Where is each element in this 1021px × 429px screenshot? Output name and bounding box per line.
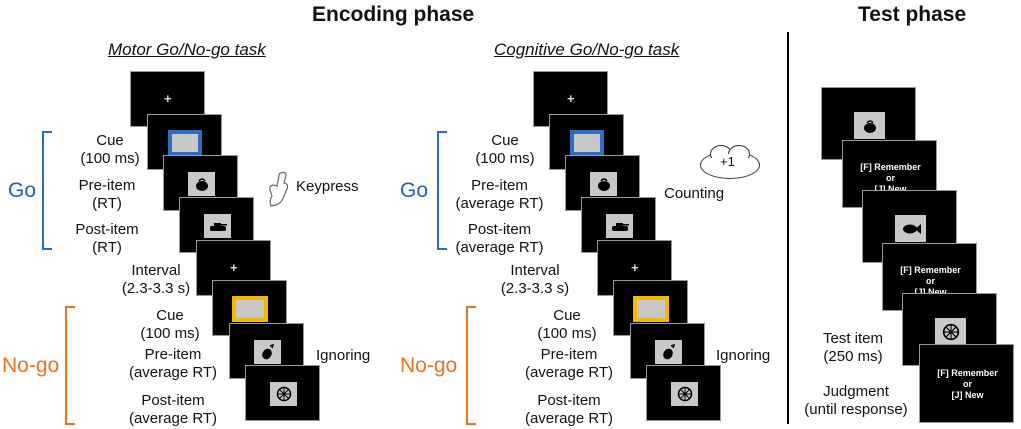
cog-nogo-post-item-label: Post-item(average RT) (524, 392, 614, 427)
cog-nogo-cue-screen (613, 280, 688, 336)
test-item-label: Test item(250 ms) (822, 330, 883, 365)
eggplant-icon (254, 340, 281, 364)
motor-task-title: Motor Go/No-go task (108, 40, 266, 59)
bag-icon (188, 172, 215, 196)
tank-icon (204, 214, 231, 238)
counting-label: Counting (664, 185, 725, 202)
cog-go-bracket (437, 131, 447, 250)
pre-item-label: Pre-item(RT) (78, 177, 136, 212)
encoding-phase-title: Encoding phase (312, 3, 475, 26)
cog-interval-label: Interval(2.3-3.3 s) (500, 262, 570, 297)
interval-label: Interval(2.3-3.3 s) (121, 262, 191, 297)
phase-divider (787, 32, 789, 424)
cog-pre-item-label: Pre-item(average RT) (455, 177, 544, 212)
cog-nogo-label: No-go (400, 354, 458, 377)
go-label: Go (8, 179, 37, 202)
judgment-label: Judgment(until response) (804, 383, 908, 418)
wheel-icon (935, 318, 966, 345)
tank-icon (606, 214, 633, 238)
nogo-post-item-label: Post-item(average RT) (128, 392, 218, 427)
cog-nogo-pre-item-label: Pre-item(average RT) (524, 346, 614, 381)
blue-cue-frame (570, 130, 604, 156)
keypress-label: Keypress (296, 178, 359, 195)
wheel-icon (671, 382, 698, 406)
nogo-label: No-go (2, 354, 60, 377)
nogo-cue-label: Cue(100 ms) (140, 307, 200, 342)
cog-post-item-label: Post-item(average RT) (455, 221, 544, 256)
nogo-pre-item-label: Pre-item(average RT) (128, 346, 218, 381)
cog-nogo-bracket (466, 306, 476, 425)
cog-ignoring-label: Ignoring (716, 347, 771, 364)
post-item-label: Post-item(RT) (75, 221, 139, 256)
bag-icon (590, 172, 617, 196)
motor-ignoring-label: Ignoring (316, 347, 371, 364)
nogo-post-item-screen (245, 365, 320, 421)
thought-cloud: +1 (700, 145, 760, 181)
cog-nogo-post-item-screen (646, 365, 721, 421)
eggplant-icon (655, 340, 682, 364)
cognitive-task-title: Cognitive Go/No-go task (494, 40, 680, 59)
test-phase-title: Test phase (858, 3, 967, 26)
plus-one-text: +1 (720, 154, 735, 169)
go-bracket (42, 131, 52, 250)
yellow-cue-frame (232, 296, 268, 322)
bag-icon (854, 112, 885, 139)
cog-nogo-cue-label: Cue(100 ms) (537, 307, 597, 342)
fish-icon (895, 215, 926, 242)
nogo-bracket (65, 306, 75, 425)
wheel-icon (270, 382, 297, 406)
cog-go-label: Go (400, 179, 429, 202)
cog-cue-label: Cue(100 ms) (475, 132, 535, 167)
cue-label: Cue(100 ms) (80, 132, 140, 167)
blue-cue-frame (168, 130, 202, 156)
yellow-cue-frame (633, 296, 669, 322)
hand-icon (266, 170, 292, 213)
